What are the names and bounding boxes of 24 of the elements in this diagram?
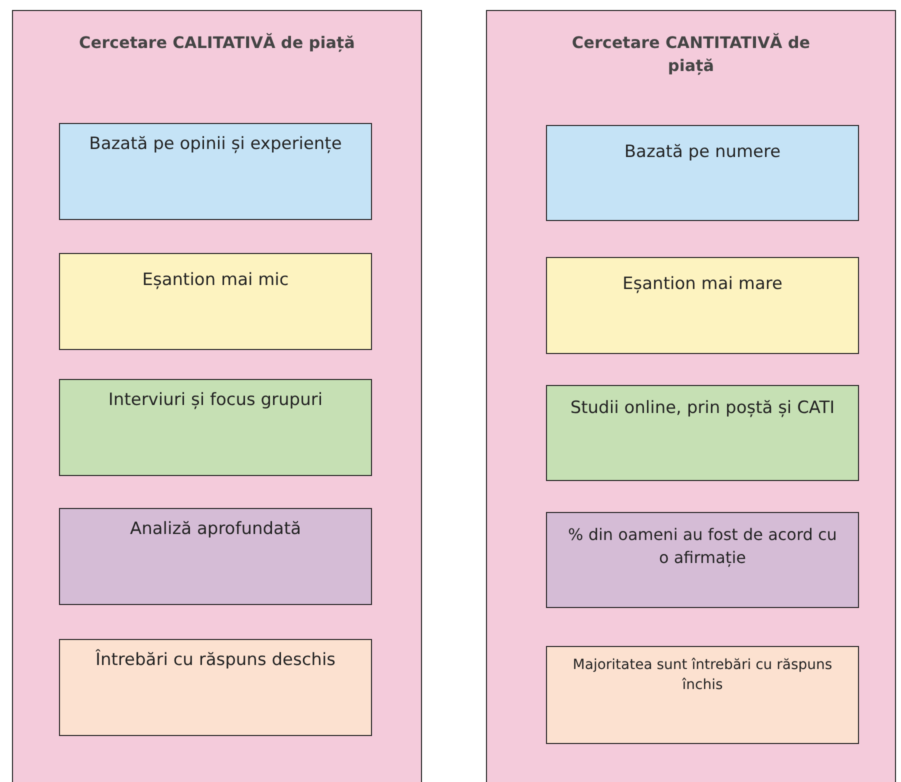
panel-title: Cercetare CANTITATIVĂ de piață	[570, 32, 812, 78]
box-text: Analiză aprofundată	[128, 518, 302, 541]
panel-title: Cercetare CALITATIVĂ de piață	[78, 32, 356, 54]
box-text: Eșantion mai mare	[622, 273, 784, 296]
info-box	[59, 253, 372, 350]
info-box	[546, 125, 859, 221]
info-box	[59, 379, 372, 476]
box-text: Întrebări cu răspuns deschis	[94, 648, 337, 672]
info-box	[546, 512, 859, 608]
info-box	[59, 123, 372, 220]
box-text: Studii online, prin poștă și CATI	[569, 397, 836, 420]
panel-background	[12, 10, 422, 782]
box-text: Eșantion mai mic	[141, 269, 290, 292]
panel-background	[486, 10, 896, 782]
info-box	[59, 639, 372, 736]
box-text: Bazată pe opinii și experiențe	[88, 133, 343, 156]
info-box	[59, 508, 372, 605]
box-text: Interviuri și focus grupuri	[107, 389, 324, 412]
info-box	[546, 646, 859, 744]
box-text: % din oameni au fost de acord cu o afirmație	[567, 524, 838, 570]
info-box	[546, 257, 859, 354]
box-text: Bazată pe numere	[623, 141, 782, 164]
info-box	[546, 385, 859, 481]
box-text: Majoritatea sunt întrebări cu răspuns închis	[572, 656, 834, 696]
